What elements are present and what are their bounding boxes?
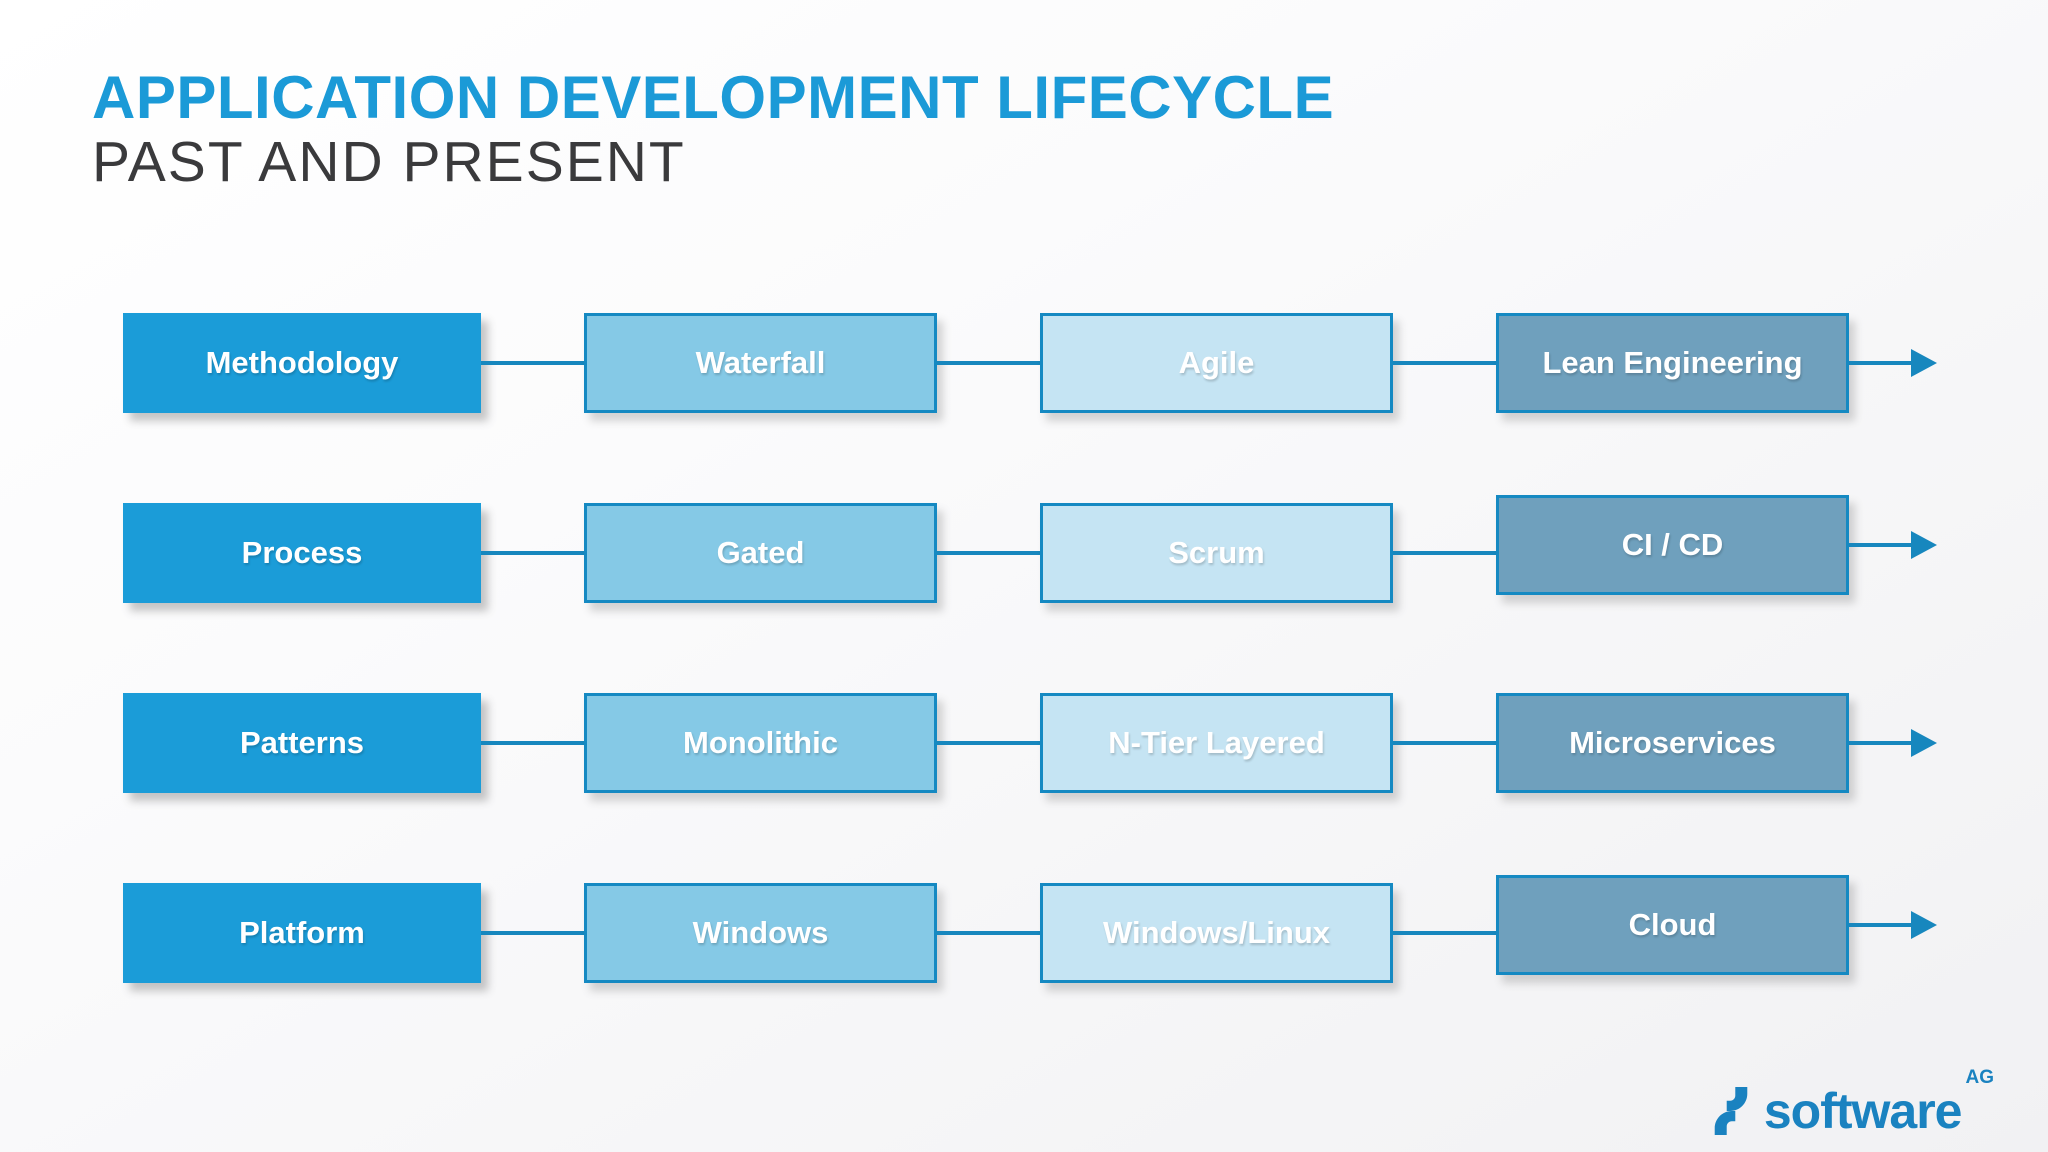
- connector-line: [481, 931, 584, 935]
- flow-arrow-icon: [1849, 349, 1937, 377]
- flow-arrow-icon: [1849, 729, 1937, 757]
- connector-line: [1393, 361, 1496, 365]
- stage-box: Agile: [1040, 313, 1393, 413]
- logo-ag-suffix: AG: [1965, 1067, 1995, 1088]
- connector-line: [1393, 931, 1496, 935]
- connector-line: [481, 361, 584, 365]
- connector-line: [937, 361, 1040, 365]
- software-ag-s-icon: [1712, 1087, 1750, 1135]
- flow-arrow-icon: [1849, 911, 1937, 939]
- stage-box: Waterfall: [584, 313, 937, 413]
- flow-arrow-icon: [1849, 531, 1937, 559]
- row-platform: Platform Windows Windows/Linux Cloud: [123, 875, 1983, 983]
- row-process: Process Gated Scrum CI / CD: [123, 495, 1983, 603]
- stage-box: Lean Engineering: [1496, 313, 1849, 413]
- connector-line: [937, 741, 1040, 745]
- page-title: APPLICATION DEVELOPMENT LIFECYCLE: [92, 64, 1335, 131]
- connector-line: [481, 741, 584, 745]
- category-box: Patterns: [123, 693, 481, 793]
- lifecycle-diagram: Methodology Waterfall Agile Lean Enginee…: [123, 313, 1983, 1073]
- connector-line: [1393, 741, 1496, 745]
- connector-line: [481, 551, 584, 555]
- page-subtitle: PAST AND PRESENT: [92, 129, 686, 194]
- software-ag-logo: softwareAG: [1712, 1067, 1994, 1139]
- category-box: Process: [123, 503, 481, 603]
- header: APPLICATION DEVELOPMENT LIFECYCLE PAST A…: [92, 64, 1335, 194]
- row-methodology: Methodology Waterfall Agile Lean Enginee…: [123, 313, 1983, 413]
- stage-box: Cloud: [1496, 875, 1849, 975]
- stage-box: CI / CD: [1496, 495, 1849, 595]
- connector-line: [937, 551, 1040, 555]
- stage-box: N-Tier Layered: [1040, 693, 1393, 793]
- connector-line: [1393, 551, 1496, 555]
- stage-box: Windows: [584, 883, 937, 983]
- connector-line: [937, 931, 1040, 935]
- category-box: Methodology: [123, 313, 481, 413]
- stage-box: Microservices: [1496, 693, 1849, 793]
- stage-box: Scrum: [1040, 503, 1393, 603]
- stage-box: Windows/Linux: [1040, 883, 1393, 983]
- stage-box: Monolithic: [584, 693, 937, 793]
- logo-wordmark: softwareAG: [1763, 1067, 1994, 1139]
- row-patterns: Patterns Monolithic N-Tier Layered Micro…: [123, 693, 1983, 793]
- stage-box: Gated: [584, 503, 937, 603]
- category-box: Platform: [123, 883, 481, 983]
